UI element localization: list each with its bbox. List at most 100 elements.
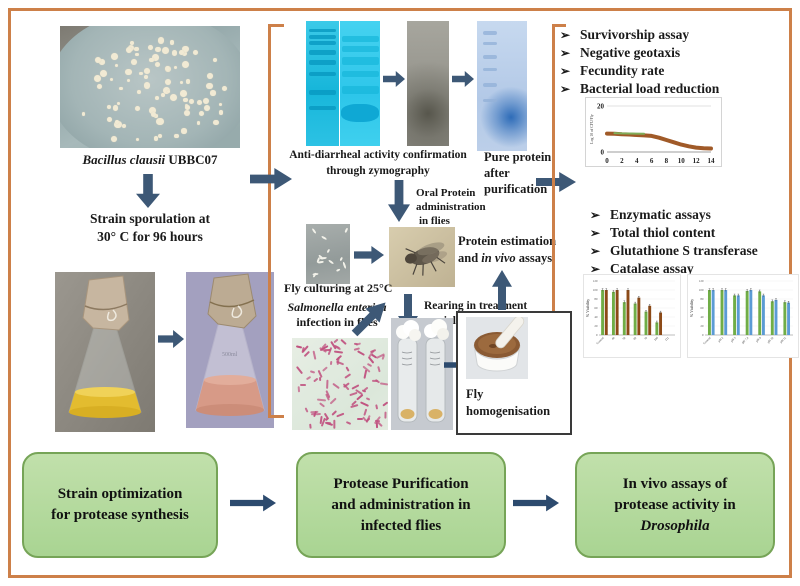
colony-dot: [212, 119, 219, 126]
colony-dot: [81, 111, 86, 116]
gel-band: [341, 46, 379, 53]
assay-label: Bacterial load reduction: [580, 81, 720, 96]
bacteria-rod: [345, 365, 350, 372]
box2-line1: Protease Purification: [333, 475, 469, 492]
box1-line2: for protease synthesis: [51, 507, 189, 523]
gel-band: [341, 86, 379, 94]
colony-dot: [164, 79, 172, 86]
gel-band: [308, 59, 336, 65]
colony-dot: [111, 52, 119, 60]
svg-text:100: 100: [593, 288, 598, 292]
bacteria-rod: [312, 350, 317, 360]
colony-dot: [122, 124, 127, 129]
gel-band: [483, 31, 497, 35]
box3-line1: In vivo assays of: [622, 475, 728, 492]
colony-dot: [184, 105, 190, 111]
colony-dot: [154, 61, 161, 67]
colony-dot: [171, 50, 178, 56]
colony-dot: [100, 70, 108, 78]
bracket-left-line: [268, 24, 271, 418]
svg-text:60: 60: [700, 306, 704, 310]
bacteria-rod: [357, 418, 364, 421]
colony-dot: [180, 89, 188, 97]
colony-dot: [198, 110, 204, 116]
bacteria-rod: [356, 393, 364, 401]
colony-dot: [130, 40, 135, 45]
larva-dot: [341, 262, 346, 270]
bacteria-rod: [365, 397, 371, 401]
colony-dot: [95, 57, 102, 64]
arrow-bullet-icon: ➢: [590, 262, 601, 276]
colony-dot: [114, 120, 122, 129]
colony-dot: [134, 46, 139, 52]
gel-band: [308, 28, 336, 33]
bacteria-rod: [377, 366, 381, 373]
bacteria-rod: [325, 421, 331, 424]
colony-dot: [126, 46, 133, 53]
colony-dot: [197, 99, 203, 105]
colony-dot: [221, 85, 228, 92]
summary-box-strain-optimization: Strain optimization for protease synthes…: [22, 452, 218, 558]
svg-text:pH 5: pH 5: [730, 336, 737, 343]
sds-page-gel-photo: [306, 21, 380, 146]
colony-dot: [116, 102, 120, 106]
bacteria-rod: [381, 354, 385, 360]
colony-dot: [119, 86, 123, 90]
bacteria-rod: [319, 402, 326, 408]
colony-dot: [138, 71, 143, 76]
gel-bands-layer: [306, 21, 380, 146]
gel-band: [483, 67, 497, 72]
arrow-bullet-icon: ➢: [560, 82, 571, 96]
bacteria-rod: [359, 400, 369, 407]
svg-text:Log 10 of CFU/Fly: Log 10 of CFU/Fly: [590, 114, 594, 144]
colony-dot: [218, 110, 224, 116]
bacteria-rod: [335, 412, 344, 418]
bacteria-rod: [346, 421, 352, 426]
sporulation-line1: Strain sporulation at: [89, 211, 211, 226]
svg-text:121: 121: [664, 336, 670, 342]
colony-dot: [107, 116, 113, 122]
bacteria-rod: [344, 372, 352, 379]
box1-line1: Strain optimization: [57, 486, 183, 502]
svg-text:14: 14: [708, 157, 716, 165]
colony-dot: [185, 79, 191, 84]
svg-text:100: 100: [653, 336, 659, 342]
larva-dot: [325, 248, 330, 254]
colony-dot: [169, 39, 175, 45]
bacteria-rod: [304, 407, 309, 414]
bacteria-rod: [300, 383, 306, 387]
bacteria-rod: [326, 380, 329, 389]
bacteria-rod: [333, 419, 336, 429]
colony-dot: [174, 65, 178, 69]
svg-text:Control: Control: [702, 336, 711, 345]
salmonella-species: Salmonella enterica: [287, 300, 387, 314]
homogenisation-line2: homogenisation: [466, 404, 551, 418]
colony-dot: [149, 57, 154, 63]
colony-dot: [184, 110, 191, 116]
arrow-bullet-icon: ➢: [590, 226, 601, 240]
svg-text:6: 6: [650, 157, 654, 165]
svg-text:50: 50: [622, 336, 627, 341]
colony-dot: [157, 134, 163, 139]
zymography-caption-line2: through zymography: [326, 165, 430, 177]
fly-culturing-caption: Fly culturing at 25°C: [284, 281, 393, 295]
colony-dot: [148, 106, 157, 114]
colony-dot: [164, 66, 170, 72]
colony-dot: [179, 50, 185, 56]
gel-band: [308, 89, 336, 95]
colony-dot: [135, 105, 141, 111]
bacteria-rod: [308, 423, 312, 429]
flask-pink-photo: 500ml: [186, 272, 274, 428]
gel-band: [483, 41, 497, 46]
colony-dot: [196, 121, 201, 125]
colony-dot: [161, 93, 166, 97]
zymography-caption-line1: Anti-diarrheal activity confirmation: [289, 149, 467, 161]
protein-estimation-line1: Protein estimation: [458, 234, 557, 248]
svg-text:60: 60: [632, 336, 637, 341]
gel-band: [308, 106, 336, 110]
mortar-pestle-photo: [466, 317, 528, 379]
